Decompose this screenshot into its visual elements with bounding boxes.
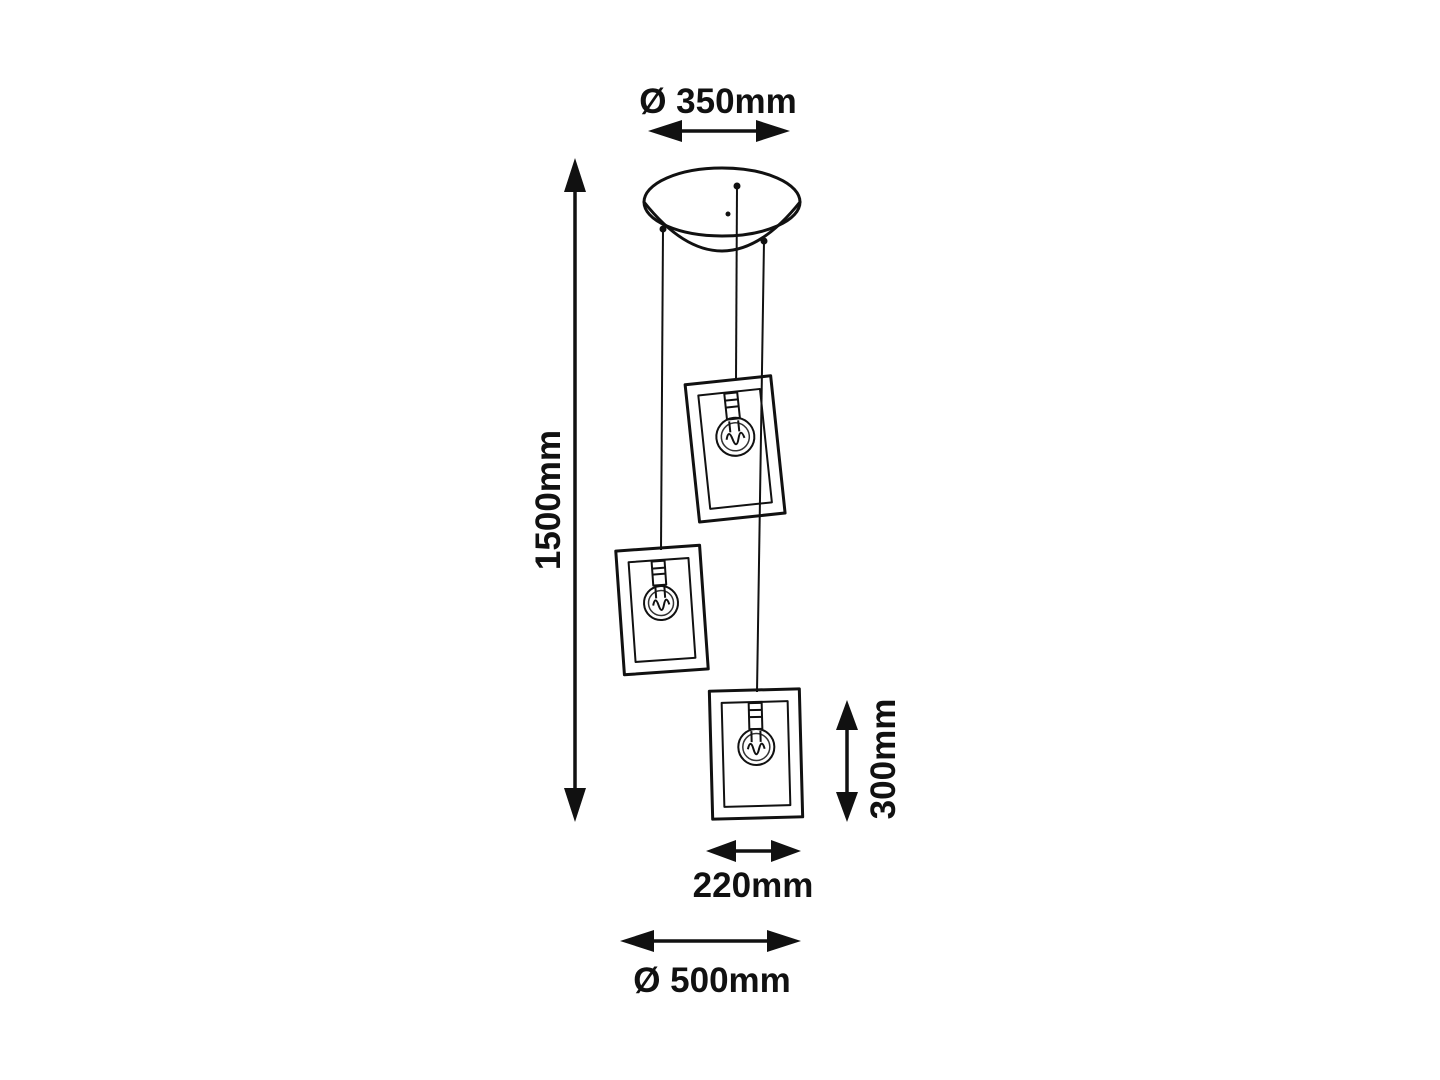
bulb-inner	[647, 589, 675, 617]
arrowhead-up-icon	[564, 158, 586, 192]
arrowhead-right-icon	[771, 840, 801, 862]
dim-fixture-diameter: Ø 500mm	[620, 930, 801, 1000]
filament	[746, 742, 766, 756]
bulb-inner	[720, 422, 751, 452]
arrowhead-down-icon	[564, 788, 586, 822]
suspension-cord	[735, 185, 738, 381]
bulb-glass	[737, 727, 776, 766]
canopy-rim	[642, 200, 802, 253]
arrowhead-right-icon	[756, 120, 790, 142]
arrowhead-up-icon	[836, 700, 858, 730]
lamp-shade-middle	[614, 543, 710, 677]
bulb-inner	[742, 732, 771, 762]
socket-thread	[652, 572, 666, 576]
dim-drop-height-label: 1500mm	[529, 430, 568, 570]
ceiling-canopy	[642, 166, 802, 253]
light-bulb	[643, 559, 680, 622]
lamp-shade-top	[683, 374, 787, 524]
filament-support	[663, 586, 667, 598]
arrowhead-right-icon	[767, 930, 801, 952]
socket-thread	[652, 566, 666, 570]
shade-outer-frame	[707, 687, 805, 821]
filament-support	[728, 421, 732, 433]
filament	[652, 598, 671, 612]
dim-canopy-diameter-label: Ø 350mm	[639, 82, 797, 121]
shade-outer-frame	[683, 374, 787, 524]
light-bulb	[715, 391, 756, 457]
dim-shade-width: 220mm	[693, 840, 814, 905]
arrowhead-down-icon	[836, 792, 858, 822]
shade-outer-frame	[614, 543, 710, 677]
suspension-cord	[660, 228, 664, 551]
arrowhead-left-icon	[648, 120, 682, 142]
light-bulb	[737, 701, 776, 766]
canopy-center-stud	[725, 211, 731, 217]
dim-shade-height: 300mm	[836, 699, 903, 822]
dim-fixture-diameter-label: Ø 500mm	[633, 961, 791, 1000]
arrowhead-left-icon	[706, 840, 736, 862]
filament	[725, 431, 746, 446]
bulb-glass	[715, 416, 756, 457]
dim-canopy-diameter: Ø 350mm	[639, 82, 797, 142]
dim-drop-height: 1500mm	[529, 158, 586, 822]
socket-thread	[725, 405, 739, 409]
lamp-shade-bottom	[707, 687, 805, 821]
dim-shade-height-label: 300mm	[864, 699, 903, 820]
bulb-glass	[643, 585, 680, 622]
filament-support	[654, 587, 658, 599]
suspension-cord	[756, 240, 765, 693]
arrowhead-left-icon	[620, 930, 654, 952]
filament-support	[737, 420, 741, 432]
dim-shade-width-label: 220mm	[693, 866, 814, 905]
socket-thread	[724, 398, 739, 402]
